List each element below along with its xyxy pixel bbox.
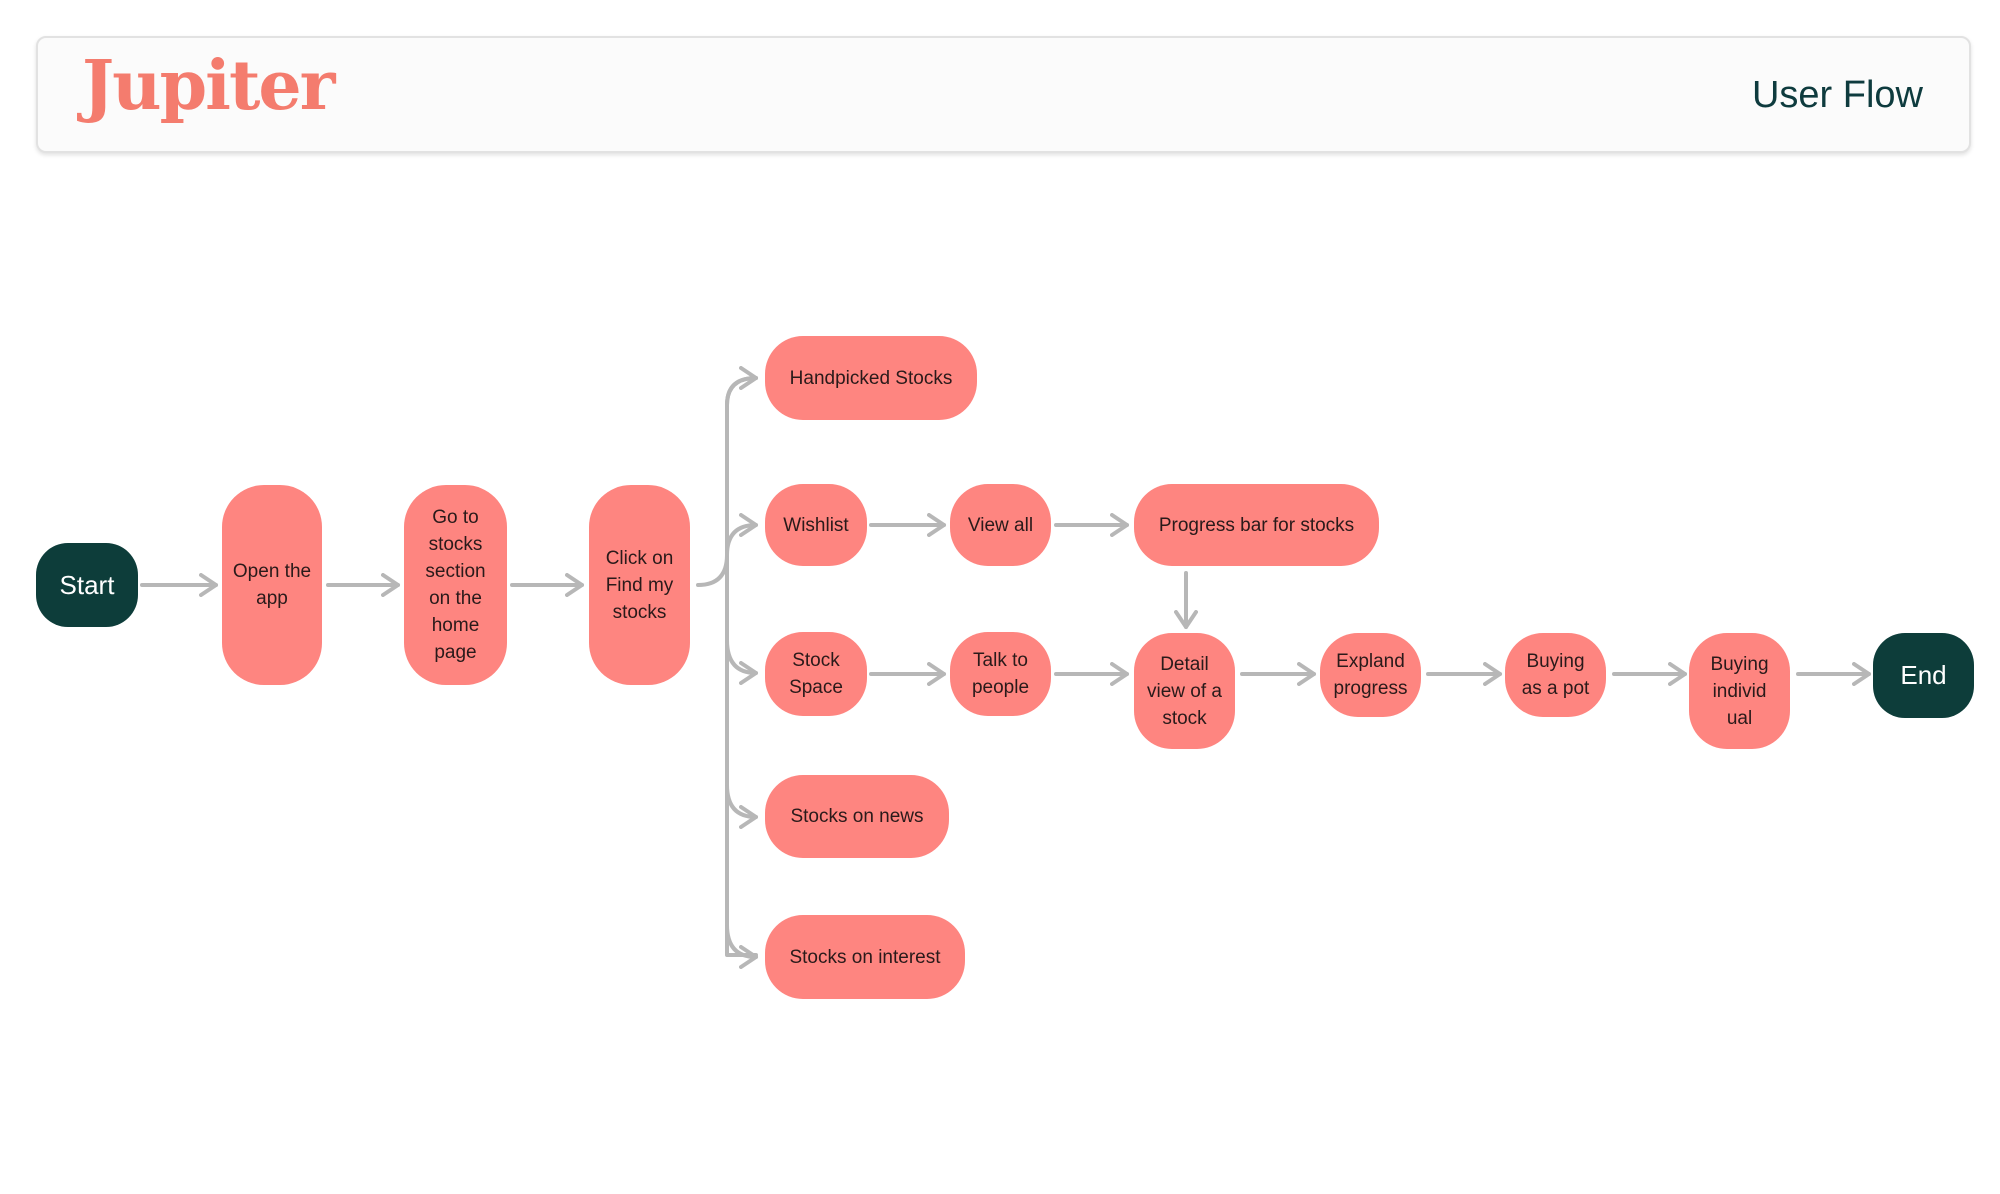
expand-progress-step: Expland progress — [1320, 633, 1421, 717]
handpicked-stocks-step: Handpicked Stocks — [765, 336, 977, 420]
arrow-to-wishlist — [725, 513, 758, 557]
page-title: User Flow — [1751, 74, 1923, 116]
arrow-to-stockspace — [725, 638, 758, 685]
buying-as-pot-step: Buying as a pot — [1505, 633, 1606, 717]
header-bar: Jupiter User Flow — [36, 36, 1971, 153]
stock-space-step: Stock Space — [765, 632, 867, 716]
end-node: End — [1873, 633, 1974, 718]
arrow-to-news — [725, 783, 758, 829]
talk-to-people-step: Talk to people — [950, 632, 1051, 716]
branch-trunk — [696, 376, 758, 957]
detail-view-step: Detail view of a stock — [1134, 633, 1235, 749]
stocks-on-news-step: Stocks on news — [765, 775, 949, 858]
go-to-stocks-step: Go to stocks section on the home page — [404, 485, 507, 685]
arrow-to-interest — [725, 923, 758, 969]
start-node: Start — [36, 543, 138, 627]
stocks-on-interest-step: Stocks on interest — [765, 915, 965, 999]
view-all-step: View all — [950, 484, 1051, 566]
buying-individual-step: Buying individ ual — [1689, 633, 1790, 749]
arrow-to-handpicked — [725, 366, 758, 407]
jupiter-logo: Jupiter — [82, 46, 335, 126]
open-app-step: Open the app — [222, 485, 322, 685]
click-find-my-stocks-step: Click on Find my stocks — [589, 485, 690, 685]
progress-bar-step: Progress bar for stocks — [1134, 484, 1379, 566]
wishlist-step: Wishlist — [765, 484, 867, 566]
